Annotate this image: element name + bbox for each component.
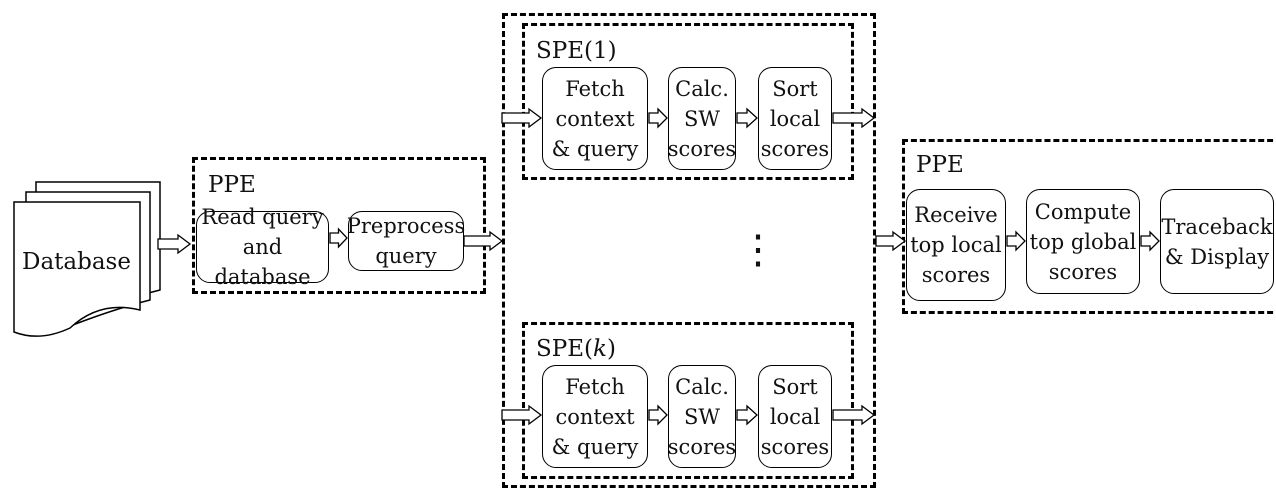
preprocess-query-box: Preprocess query	[346, 211, 466, 271]
arrow-speK-calc-to-sort	[736, 404, 758, 426]
arrow-speK-fetch-to-calc	[648, 404, 668, 426]
ppe-left-title: PPE	[208, 172, 256, 198]
database-label: Database	[22, 249, 131, 275]
arrow-into-spe-1	[501, 107, 543, 129]
spe-k-sort-label: Sort local scores	[760, 374, 830, 459]
spe-1-calc-label: Calc. SW scores	[667, 76, 737, 161]
spe-k-calc-box: Calc. SW scores	[668, 365, 736, 468]
arrow-database-to-read	[157, 233, 192, 255]
ppe-right-title: PPE	[916, 152, 964, 178]
arrow-receive-to-compute	[1006, 230, 1026, 252]
preprocess-query-label: Preprocess query	[346, 214, 466, 268]
arrow-spe1-fetch-to-calc	[648, 107, 668, 129]
arrow-into-spe-k	[501, 404, 543, 426]
spe-k-calc-label: Calc. SW scores	[667, 374, 737, 459]
spe-1-title: SPE(1)	[536, 38, 617, 64]
spe-1-fetch-box: Fetch context & query	[542, 67, 648, 170]
read-query-box: Read query and database	[196, 205, 329, 289]
arrow-spe-to-receive	[875, 230, 907, 252]
spe-1-sort-label: Sort local scores	[760, 76, 830, 161]
arrow-read-to-preprocess	[329, 227, 348, 249]
ppe-left-group	[192, 157, 486, 294]
spe-k-title: SPE(k)	[536, 336, 616, 362]
read-query-label: Read query and database	[201, 205, 324, 289]
spe-k-fetch-label: Fetch context & query	[551, 374, 639, 459]
traceback-display-box: Traceback & Display	[1160, 189, 1274, 294]
traceback-display-label: Traceback & Display	[1161, 214, 1273, 269]
spe-1-fetch-label: Fetch context & query	[551, 76, 639, 161]
compute-top-global-label: Compute top global scores	[1029, 199, 1137, 284]
spe-1-calc-box: Calc. SW scores	[668, 67, 736, 170]
arrow-speK-out	[832, 404, 876, 426]
arrow-spe1-out	[832, 107, 876, 129]
compute-top-global-box: Compute top global scores	[1026, 189, 1140, 294]
arrow-compute-to-traceback	[1140, 230, 1160, 252]
database-icon	[13, 181, 161, 337]
receive-top-local-box: Receive top local scores	[906, 189, 1006, 301]
spe-1-group	[522, 23, 854, 180]
spe-1-sort-box: Sort local scores	[758, 67, 832, 170]
spe-container	[502, 13, 876, 488]
receive-top-local-label: Receive top local scores	[910, 203, 1002, 287]
arrow-preprocess-to-spe	[463, 230, 504, 252]
spe-k-sort-box: Sort local scores	[758, 365, 832, 468]
spe-k-group	[522, 322, 854, 479]
arrow-spe1-calc-to-sort	[736, 107, 758, 129]
spe-k-fetch-box: Fetch context & query	[542, 365, 648, 468]
ppe-right-group	[902, 139, 1276, 314]
